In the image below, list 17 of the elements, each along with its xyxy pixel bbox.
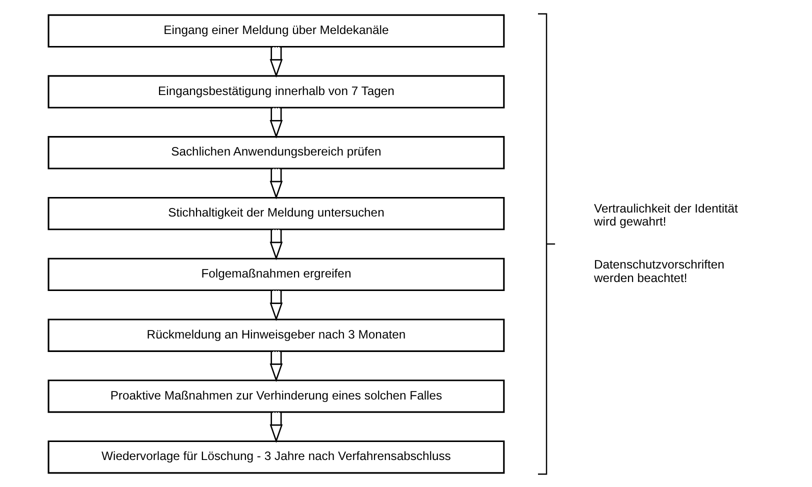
node-box: Eingangsbestätigung innerhalb von 7 Tagen [47, 74, 504, 108]
node-box: Eingang einer Meldung über Meldekanäle [47, 14, 504, 48]
node-box: Folgemaßnahmen ergreifen [47, 257, 504, 291]
label: Vertraulichkeit der Identität wird gewahrt! [594, 200, 738, 228]
arrow [269, 290, 282, 321]
arrow [269, 168, 282, 199]
arrow [269, 107, 282, 138]
node-box: Proaktive Maßnahmen zur Verhinderung eines solchen Falles [47, 379, 504, 412]
label: Datenschutzvorschriften werden beachtet! [594, 256, 724, 284]
arrow [269, 229, 282, 260]
arrow [269, 350, 282, 382]
arrow [269, 412, 282, 442]
node-box: Stichhaltigkeit der Meldung untersuchen [47, 196, 504, 230]
node-box: Rückmeldung an Hinweisgeber nach 3 Monaten [47, 318, 504, 352]
arrow [269, 46, 282, 78]
node-box: Wiedervorlage für Löschung - 3 Jahre nach Verfahrensabschluss [47, 440, 504, 474]
node-box: Sachlichen Anwendungsbereich prüfen [47, 136, 504, 169]
